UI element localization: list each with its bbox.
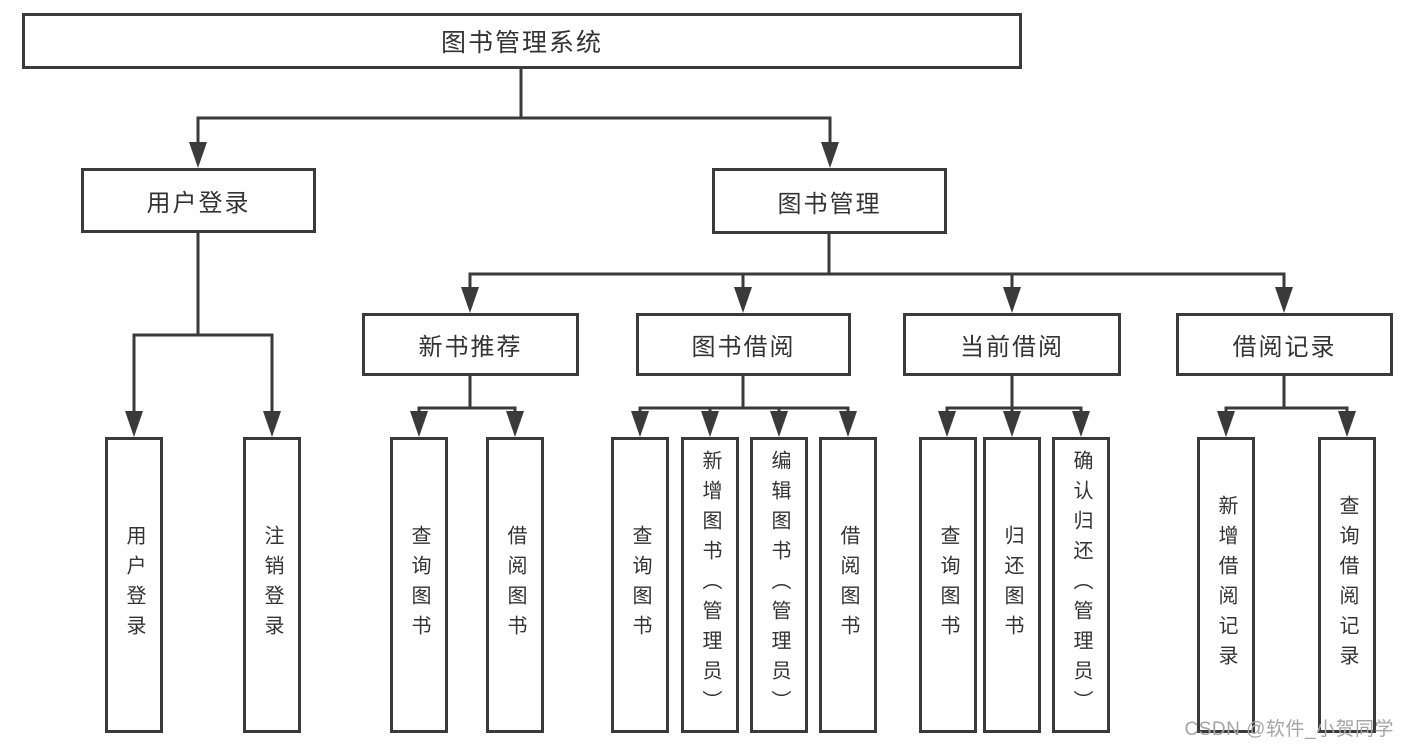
leaf-edit-book-admin: 编辑图书（管理员） xyxy=(750,437,808,733)
leaf-borrow-books-new: 借阅图书 xyxy=(486,437,544,733)
arrowhead xyxy=(1275,287,1293,313)
arrowhead xyxy=(1003,411,1021,437)
leaf-add-borrow-record-label: 新增借阅记录 xyxy=(1215,495,1237,675)
connector-user-login xyxy=(125,230,281,437)
leaf-query-books-borrow: 查询图书 xyxy=(611,437,669,733)
arrowhead xyxy=(938,411,956,437)
connector-borrow-records xyxy=(1217,374,1356,437)
arrowhead xyxy=(1338,411,1356,437)
node-borrow-records: 借阅记录 xyxy=(1176,313,1393,376)
leaf-return-book-label: 归还图书 xyxy=(1001,525,1023,645)
leaf-add-borrow-record: 新增借阅记录 xyxy=(1197,437,1255,733)
leaf-query-books-new: 查询图书 xyxy=(390,437,448,733)
leaf-login: 用户登录 xyxy=(105,437,163,733)
arrowhead xyxy=(263,411,281,437)
leaf-query-books-current-label: 查询图书 xyxy=(937,525,959,645)
node-user-login: 用户登录 xyxy=(81,168,316,233)
leaf-login-label: 用户登录 xyxy=(123,525,145,645)
leaf-add-book-admin: 新增图书（管理员） xyxy=(681,437,739,733)
arrowhead xyxy=(631,411,649,437)
leaf-confirm-return-admin: 确认归还（管理员） xyxy=(1052,437,1110,733)
csdn-watermark: CSDN @软件_小贺同学 xyxy=(1184,719,1394,740)
leaf-logout: 注销登录 xyxy=(243,437,301,733)
leaf-query-borrow-record: 查询借阅记录 xyxy=(1318,437,1376,733)
connector-root xyxy=(189,66,839,168)
connector-current-borrow xyxy=(938,374,1090,437)
node-current-borrow: 当前借阅 xyxy=(903,313,1121,376)
arrowhead xyxy=(1072,411,1090,437)
connector-new-books xyxy=(410,374,524,437)
node-root-system: 图书管理系统 xyxy=(22,13,1022,69)
node-new-books: 新书推荐 xyxy=(362,313,579,376)
leaf-borrow-book: 借阅图书 xyxy=(819,437,877,733)
leaf-return-book: 归还图书 xyxy=(983,437,1041,733)
arrowhead xyxy=(1003,287,1021,313)
arrowhead xyxy=(125,411,143,437)
leaf-query-books-current: 查询图书 xyxy=(919,437,977,733)
leaf-edit-book-admin-label: 编辑图书（管理员） xyxy=(768,450,790,720)
leaf-query-borrow-record-label: 查询借阅记录 xyxy=(1336,495,1358,675)
node-book-borrow: 图书借阅 xyxy=(636,313,851,376)
leaf-confirm-return-admin-label: 确认归还（管理员） xyxy=(1070,450,1092,720)
leaf-logout-label: 注销登录 xyxy=(261,525,283,645)
arrowhead xyxy=(410,411,428,437)
arrowhead xyxy=(701,411,719,437)
leaf-borrow-book-label: 借阅图书 xyxy=(837,525,859,645)
leaf-borrow-books-new-label: 借阅图书 xyxy=(504,525,526,645)
arrowhead xyxy=(506,411,524,437)
arrowhead xyxy=(461,287,479,313)
arrowhead xyxy=(1217,411,1235,437)
arrowhead xyxy=(839,411,857,437)
connector-book-mgmt xyxy=(461,231,1293,313)
arrowhead xyxy=(734,287,752,313)
node-book-mgmt: 图书管理 xyxy=(712,168,947,234)
arrowhead xyxy=(821,142,839,168)
leaf-query-books-borrow-label: 查询图书 xyxy=(629,525,651,645)
leaf-query-books-new-label: 查询图书 xyxy=(408,525,430,645)
arrowhead xyxy=(770,411,788,437)
connector-book-borrow xyxy=(631,374,857,437)
leaf-add-book-admin-label: 新增图书（管理员） xyxy=(699,450,721,720)
arrowhead xyxy=(189,142,207,168)
